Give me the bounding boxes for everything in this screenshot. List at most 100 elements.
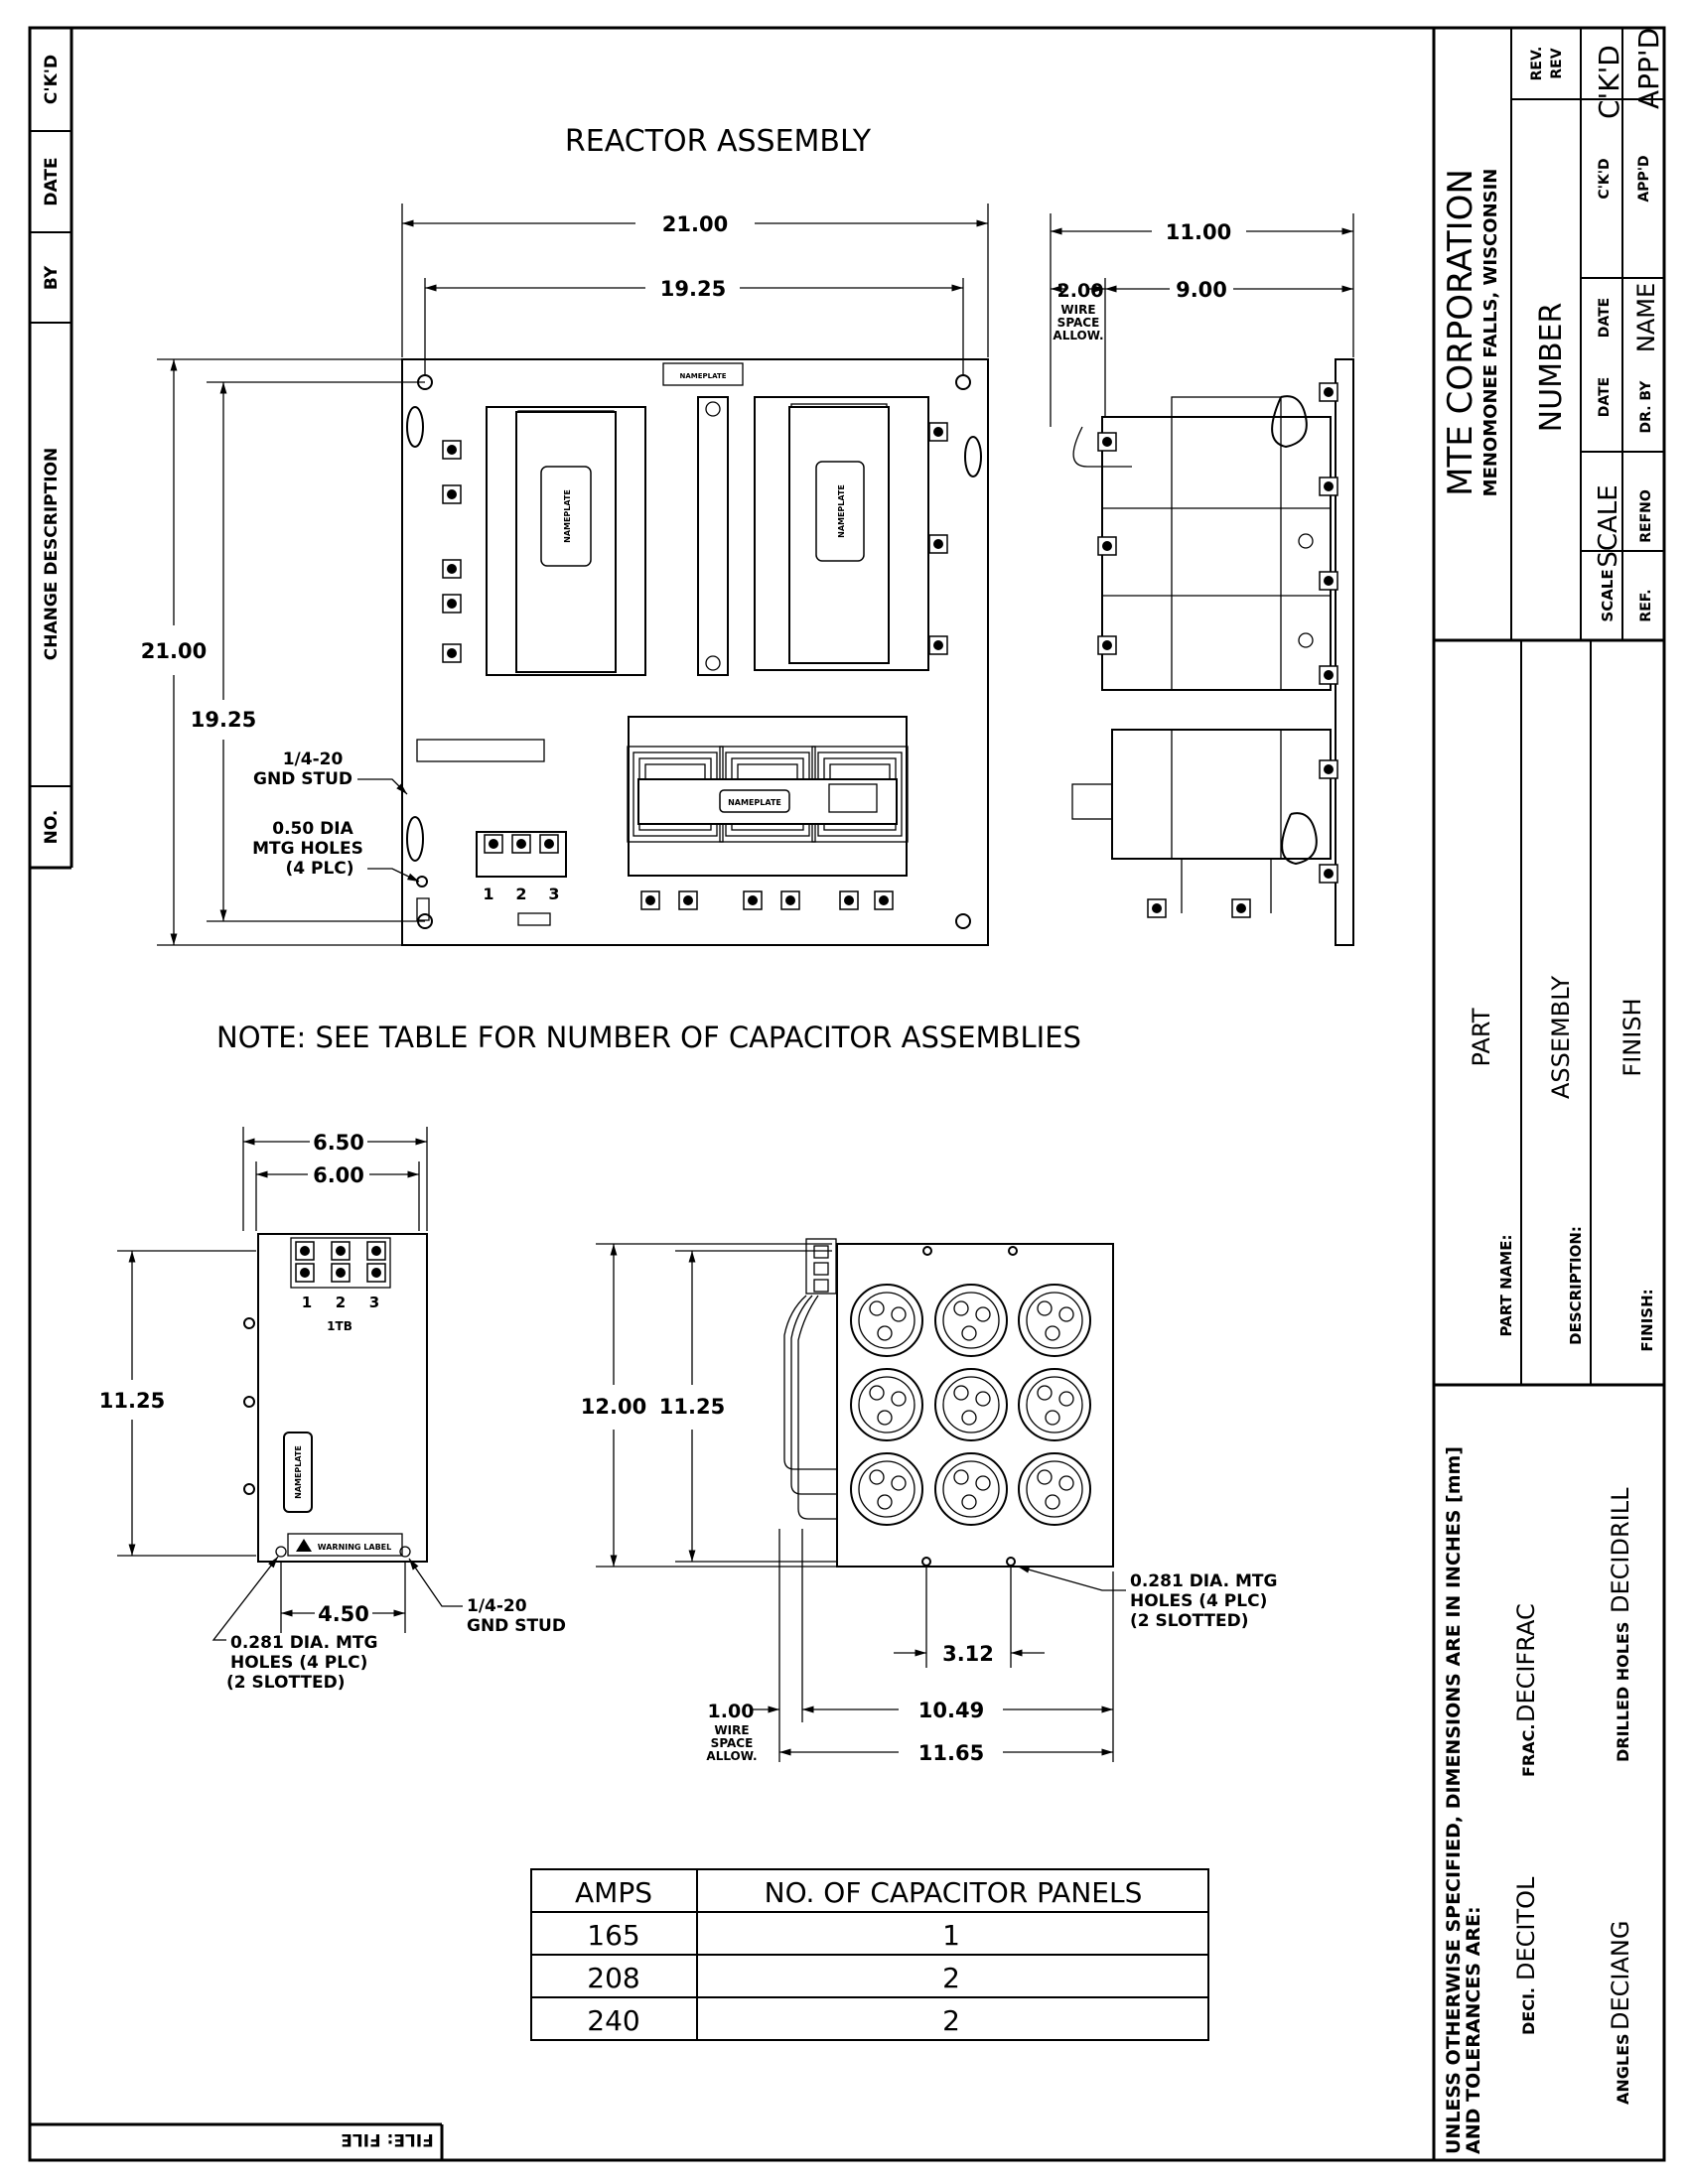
revision-strip: C'K'D DATE BY CHANGE DESCRIPTION NO. <box>30 28 73 870</box>
cap-side-height-inner: 11.25 <box>659 1395 725 1419</box>
ckd-value: C'K'D <box>1593 45 1625 119</box>
reactor-side-dimensions: 11.00 9.00 2.00 WIRE SPACE ALLOW. <box>1050 213 1354 427</box>
reactor-width-outer: 21.00 <box>662 212 728 236</box>
rev-value: REV <box>1549 48 1565 78</box>
appd-value: APP'D <box>1632 28 1665 109</box>
cap-warning-label: WARNING LABEL <box>318 1543 391 1552</box>
sheet-border <box>28 26 1666 2162</box>
cap-side-mtg-holes-2: HOLES (4 PLC) <box>1130 1591 1267 1611</box>
capacitor-panel-table: AMPS NO. OF CAPACITOR PANELS 165 1 208 2… <box>530 1868 1209 2041</box>
reactor-wire-note-2: SPACE <box>1057 316 1100 330</box>
cap-side-mtg-holes-3: (2 SLOTTED) <box>1130 1611 1249 1631</box>
reactor-wire-note-1: WIRE <box>1060 303 1095 317</box>
cap-side-hole-spacing: 3.12 <box>942 1642 994 1666</box>
drilled-value: DECIDRILL <box>1607 1487 1634 1613</box>
capacitor-side-dimensions: 12.00 11.25 3.12 10.49 11.65 1.00 WIRE S… <box>581 1243 1277 1765</box>
deci-value: DECITOL <box>1512 1876 1540 1980</box>
reactor-side-overall: 11.00 <box>1166 220 1231 244</box>
reactor-side-wire: 2.00 <box>1057 280 1104 302</box>
reactor-height-inner: 19.25 <box>191 708 256 732</box>
finish-value: FINISH <box>1618 998 1646 1076</box>
table-header-amps: AMPS <box>575 1876 652 1909</box>
drby-value: NAME <box>1632 283 1660 352</box>
rev-col-no: NO. <box>42 810 62 845</box>
file-label: FILE: FILE <box>341 2129 433 2149</box>
cap-terminal-3: 3 <box>369 1294 379 1311</box>
reactor-terminal-3: 3 <box>548 885 559 903</box>
reactor-title: REACTOR ASSEMBLY <box>565 124 872 159</box>
cap-tb-label: 1TB <box>327 1319 352 1333</box>
reactor-left-nameplate: NAMEPLATE <box>563 489 572 543</box>
cap-side-wire-space: 1.00 <box>708 1701 755 1722</box>
cap-width-inner: 6.00 <box>313 1163 364 1187</box>
drawing-number: NUMBER <box>1534 303 1569 433</box>
part-name-value: PART <box>1468 1008 1495 1066</box>
table-row-2-panels: 2 <box>942 1962 960 1994</box>
cap-width-outer: 6.50 <box>313 1131 364 1155</box>
rev-col-ckd: C'K'D <box>42 55 62 104</box>
cap-nameplate: NAMEPLATE <box>294 1445 303 1499</box>
capacitor-side-view <box>783 1238 1114 1568</box>
angles-value: DECIANG <box>1607 1921 1634 2030</box>
cap-front-mtg-holes-3: (2 SLOTTED) <box>226 1673 346 1693</box>
company-location: MENOMONEE FALLS, WISCONSIN <box>1480 169 1501 497</box>
cap-side-mtg-holes-1: 0.281 DIA. MTG <box>1130 1571 1277 1591</box>
title-block: MTE CORPORATION MENOMONEE FALLS, WISCONS… <box>1432 28 1665 2160</box>
reactor-mtg-holes-label: MTG HOLES <box>252 839 363 859</box>
part-name-label: PART NAME: <box>1497 1235 1515 1337</box>
cap-gnd-stud-label: GND STUD <box>467 1616 566 1636</box>
date-label: DATE <box>1597 377 1613 417</box>
company-name: MTE CORPORATION <box>1441 169 1480 496</box>
rev-col-date: DATE <box>42 157 62 205</box>
cap-height: 11.25 <box>99 1389 165 1413</box>
reactor-width-inner: 19.25 <box>660 277 726 301</box>
reactor-top-nameplate: NAMEPLATE <box>679 372 726 380</box>
capacitor-front-view: 1 2 3 1TB NAMEPLATE WARNING LABEL <box>243 1233 428 1563</box>
drilled-label: DRILLED HOLES <box>1614 1622 1632 1762</box>
table-row-1-panels: 1 <box>942 1919 960 1952</box>
scale-value: SCALE <box>1594 484 1623 567</box>
cap-side-width-inner: 10.49 <box>918 1699 984 1722</box>
ref-label: REF. <box>1638 589 1654 621</box>
cap-front-mtg-holes-1: 0.281 DIA. MTG <box>230 1633 377 1653</box>
description-label: DESCRIPTION: <box>1567 1226 1585 1345</box>
reactor-mtg-holes-dia: 0.50 DIA <box>272 819 353 839</box>
cap-hole-spacing: 4.50 <box>318 1602 369 1626</box>
table-row-3-panels: 2 <box>942 2004 960 2037</box>
table-row-2-amps: 208 <box>587 1962 639 1994</box>
reactor-height-outer: 21.00 <box>141 639 207 663</box>
drby-label: DR. BY <box>1638 380 1654 434</box>
cap-side-width-outer: 11.65 <box>918 1741 984 1765</box>
reactor-gnd-stud-size: 1/4-20 <box>283 750 344 769</box>
rev-label: REV. <box>1529 47 1545 81</box>
frac-value: DECIFRAC <box>1512 1603 1540 1722</box>
rev-col-change-description: CHANGE DESCRIPTION <box>42 448 62 661</box>
tolerance-line-2: AND TOLERANCES ARE: <box>1463 1906 1484 2154</box>
date-value: DATE <box>1597 298 1613 338</box>
file-strip: FILE: FILE <box>30 2122 444 2160</box>
cap-front-mtg-holes-2: HOLES (4 PLC) <box>230 1653 367 1673</box>
tolerance-line-1: UNLESS OTHERWISE SPECIFIED, DIMENSIONS A… <box>1443 1446 1465 2154</box>
cap-side-wire-note-3: ALLOW. <box>706 1749 757 1763</box>
reactor-mtg-holes-qty: (4 PLC) <box>285 859 353 879</box>
reactor-wire-note-3: ALLOW. <box>1053 329 1103 342</box>
reactor-right-nameplate: NAMEPLATE <box>837 484 846 538</box>
rev-col-by: BY <box>42 265 62 290</box>
description-value: ASSEMBLY <box>1547 976 1575 1099</box>
cap-terminal-1: 1 <box>302 1294 312 1311</box>
reactor-side-view <box>1071 358 1354 946</box>
reactor-gnd-stud-label: GND STUD <box>253 769 352 789</box>
scale-label: SCALE <box>1599 569 1617 621</box>
ckd-label: C'K'D <box>1597 158 1613 199</box>
cap-side-height-outer: 12.00 <box>581 1395 646 1419</box>
reactor-side-depth: 9.00 <box>1176 278 1227 302</box>
cap-side-wire-note-1: WIRE <box>714 1723 749 1737</box>
reactor-terminal-2: 2 <box>515 885 526 903</box>
finish-label: FINISH: <box>1638 1289 1656 1351</box>
angles-label: ANGLES <box>1614 2033 1632 2105</box>
table-row-3-amps: 240 <box>587 2004 639 2037</box>
reactor-dimensions: 21.00 19.25 21.00 19.25 1/4-20 GND STUD … <box>141 204 989 946</box>
cap-gnd-stud-size: 1/4-20 <box>467 1596 527 1616</box>
table-header-panels: NO. OF CAPACITOR PANELS <box>765 1876 1143 1909</box>
